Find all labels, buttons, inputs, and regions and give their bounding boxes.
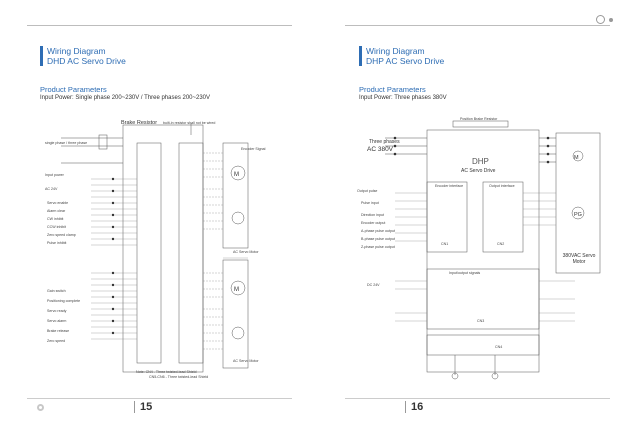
dot-icon <box>609 18 613 22</box>
right-page: Wiring Diagram DHP AC Servo Drive Produc… <box>319 0 638 436</box>
bottom-rule <box>345 398 610 399</box>
title-line-2: DHD AC Servo Drive <box>47 56 126 66</box>
motor-label-1: AC Servo Motor <box>233 250 259 254</box>
signal-pulse-inhibit: Pulse inhibit <box>47 241 67 245</box>
cn1-label: CN1 <box>441 242 449 246</box>
signal-pulse-input: Pulse input <box>361 201 379 205</box>
signal-servo-enable: Servo enable <box>47 201 69 205</box>
title-line-1: Wiring Diagram <box>366 46 425 56</box>
signal-ccw-inhibit: CCW inhibit <box>47 225 66 229</box>
cn3-label: CN3 <box>477 319 485 323</box>
three-phase-label: Three phases <box>369 139 400 145</box>
signal-z-phase: Z-phase pulse output <box>361 245 395 249</box>
signal-cw-inhibit: CW inhibit <box>47 217 64 221</box>
svg-text:M: M <box>234 172 239 178</box>
signal-output-pulse: Output pulse <box>357 189 378 193</box>
page-title: Wiring Diagram DHD AC Servo Drive <box>40 46 126 66</box>
drive-label: AC Servo Drive <box>461 168 496 174</box>
bottom-rule <box>27 398 292 399</box>
signal-alarm-clear: Alarm clear <box>47 209 66 213</box>
signal-ac24: AC 24V <box>45 187 58 191</box>
top-label: Position Brake Resistor <box>460 117 498 121</box>
voltage-label: AC 380V <box>367 146 394 153</box>
top-rule <box>27 25 292 26</box>
wiring-diagram-dhp: M PG Position Brake Resistor Three phases… <box>355 113 605 385</box>
signal-brake-release: Brake release <box>47 329 70 333</box>
brake-note: built-in resistor shall not be wired <box>163 121 216 125</box>
input-power-text: Input Power: Three phases 380V <box>359 95 447 101</box>
encoder-label: Encoder Signal <box>241 147 266 151</box>
signal-gain-switch: Gain switch <box>47 289 66 293</box>
title-line-2: DHP AC Servo Drive <box>366 56 445 66</box>
signal-servo-ready: Servo ready <box>47 309 67 313</box>
page-number: 16 <box>405 401 423 413</box>
signal-b-phase: B-phase pulse output <box>361 237 395 241</box>
page-number: 15 <box>134 401 152 413</box>
input-power-text: Input Power: Single phase 200~230V / Thr… <box>40 95 211 101</box>
page-title: Wiring Diagram DHP AC Servo Drive <box>359 46 444 66</box>
motor-label-2: AC Servo Motor <box>233 359 259 363</box>
settings-gear-icon <box>596 15 605 24</box>
svg-text:M: M <box>574 155 579 161</box>
cn4-label: CN4 <box>495 345 503 349</box>
cn-sub-2: Output interface <box>489 184 515 188</box>
power-label: single phase / three phase <box>45 141 88 145</box>
signal-zero-speed-clamp: Zero speed clamp <box>47 233 76 237</box>
signal-a-phase: A-phase pulse output <box>361 229 395 233</box>
cn2-label: CN2 <box>497 242 505 246</box>
signal-positioning-complete: Positioning complete <box>47 299 81 303</box>
signal-encoder-output: Encoder output <box>361 221 386 225</box>
note-2: CN5-CN6 - Three twisted-lead Shield <box>149 375 209 379</box>
brake-resistor-label: Brake Resistor <box>121 120 158 126</box>
section-heading: Product Parameters <box>40 85 107 94</box>
io-label: Input/output signals <box>449 271 481 275</box>
svg-text:PG: PG <box>574 212 582 218</box>
svg-text:M: M <box>234 287 239 293</box>
note-1: Note: CN4 - Three twisted-lead Shield <box>136 370 197 374</box>
top-rule <box>345 25 610 26</box>
title-line-1: Wiring Diagram <box>47 46 106 56</box>
signal-input-power: Input power <box>45 173 64 177</box>
dhp-schematic: M PG <box>385 120 601 380</box>
left-page: Wiring Diagram DHD AC Servo Drive Produc… <box>27 25 292 413</box>
dc24-label: DC 24V <box>367 283 380 287</box>
signal-zero-speed: Zero speed <box>47 339 66 343</box>
page-dot-icon <box>37 404 44 411</box>
cn-sub-1: Encoder interface <box>435 184 464 188</box>
model-label: DHP <box>472 157 489 166</box>
section-heading: Product Parameters <box>359 85 426 94</box>
dhd-schematic: MM <box>61 123 249 373</box>
signal-servo-alarm: Servo alarm <box>47 319 67 323</box>
signal-direction-input: Direction input <box>361 213 384 217</box>
motor-box-label: 380VAC Servo Motor <box>562 253 596 265</box>
